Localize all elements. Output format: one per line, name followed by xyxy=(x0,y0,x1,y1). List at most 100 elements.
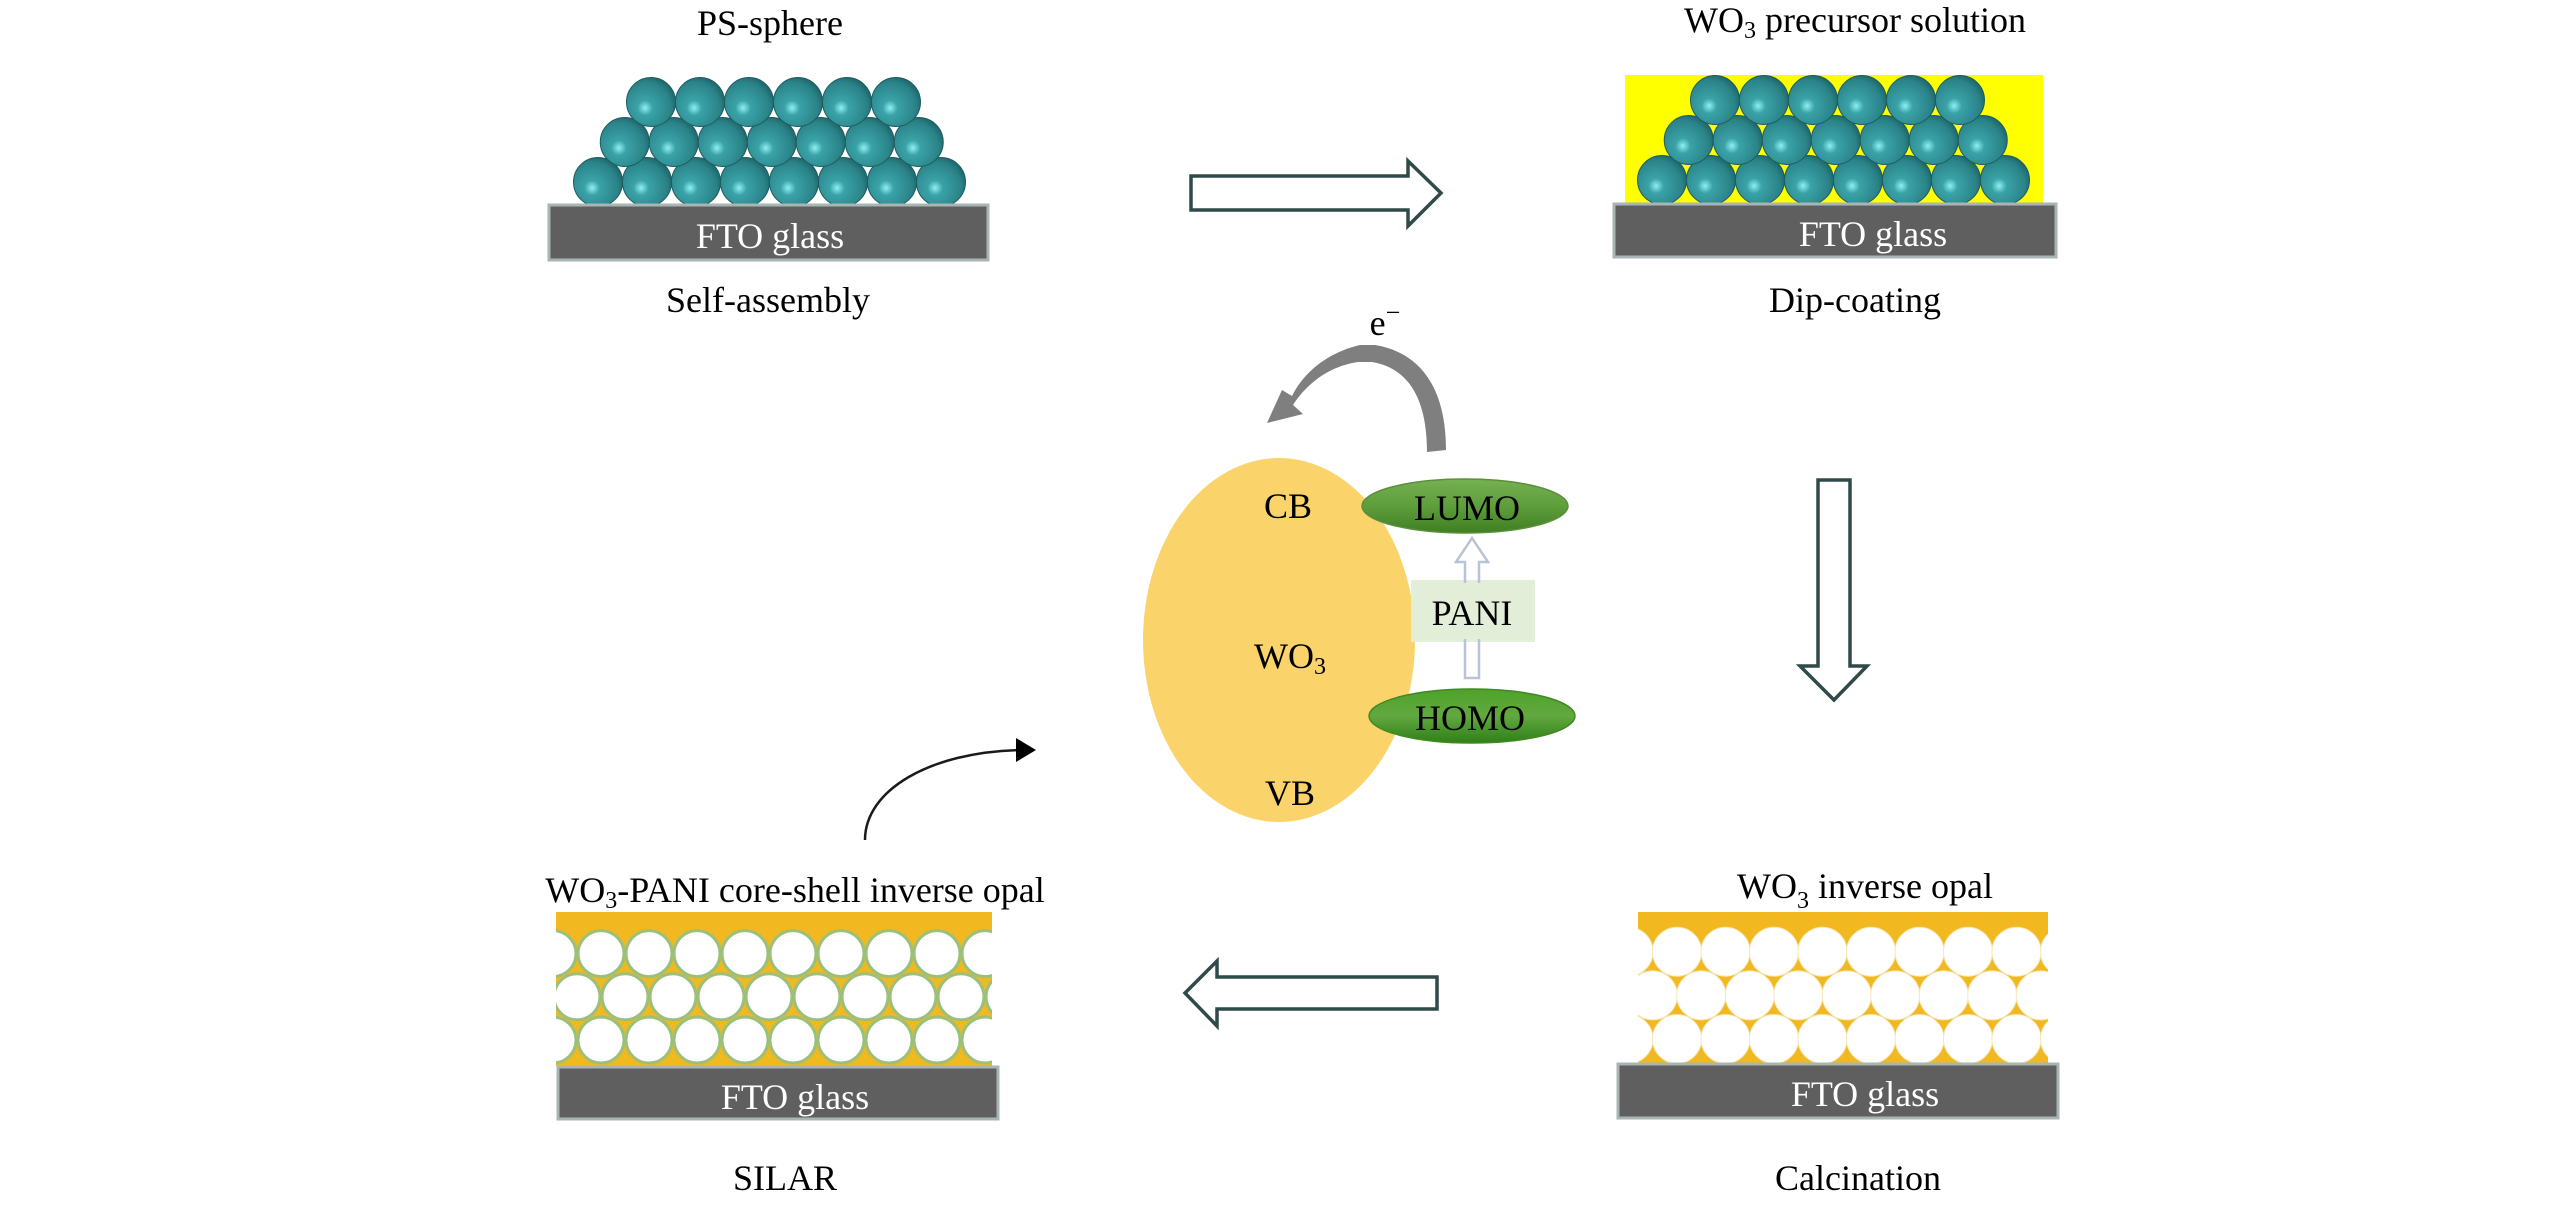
fto-substrate xyxy=(547,203,990,262)
step3-title: WO3 inverse opal xyxy=(1737,866,1993,914)
electron-label: e− xyxy=(1370,298,1401,343)
step1-title: PS-sphere xyxy=(697,3,843,43)
wo3-pore xyxy=(1894,1014,1945,1064)
step4-title: WO3-PANI core-shell inverse opal xyxy=(545,870,1045,914)
wo3-pore xyxy=(1773,970,1824,1021)
pani-coated-pore xyxy=(576,1015,626,1065)
electron-transfer-arrow-icon xyxy=(1267,345,1446,452)
wo3-pore xyxy=(2015,970,2048,1021)
step2-title: WO3 precursor solution xyxy=(1684,0,2026,44)
wo3-pore xyxy=(2065,971,2114,1020)
ps-sphere xyxy=(626,77,676,127)
ps-sphere xyxy=(822,77,872,127)
pani-coated-pore xyxy=(1010,931,1056,977)
fto-label: FTO glass xyxy=(721,1077,869,1117)
pani-coated-pore xyxy=(912,929,962,979)
pani-coated-pore xyxy=(720,929,770,979)
pani-coated-pore xyxy=(556,929,578,978)
wo3-pore xyxy=(1991,1014,2042,1064)
wo3-label: WO3 xyxy=(1254,636,1326,680)
wo3-pore xyxy=(1846,1014,1896,1064)
step3-process-label: Calcination xyxy=(1775,1158,1941,1198)
step4-process-label: SILAR xyxy=(733,1158,837,1198)
pani-coated-pore xyxy=(768,929,818,979)
arrow-right-icon xyxy=(1189,156,1444,231)
wo3-pore xyxy=(1870,970,1921,1021)
wo3-pore xyxy=(1918,970,1969,1021)
wo3-pore xyxy=(1652,926,1702,977)
ps-sphere xyxy=(871,77,921,127)
wo3-particle xyxy=(1143,458,1415,822)
ps-sphere xyxy=(724,77,774,127)
homo-label: HOMO xyxy=(1415,698,1525,738)
step-self-assembly: PS-sphere FTO glass Self-assembly xyxy=(547,3,990,320)
step-dip-coating: WO3 precursor solution FTO glass Dip-coa… xyxy=(1612,0,2058,320)
arrow-down-icon xyxy=(1795,478,1872,703)
pani-coated-pore xyxy=(864,1015,914,1065)
pani-coated-pore xyxy=(556,972,602,1022)
pani-coated-pore xyxy=(556,1015,578,1065)
pani-coated-pore xyxy=(506,974,552,1020)
wo3-pore xyxy=(1797,1014,1848,1064)
ps-sphere xyxy=(773,77,823,127)
fto-substrate xyxy=(556,1065,1000,1121)
arrow-left-icon xyxy=(1182,956,1439,1031)
wo3-pore xyxy=(1676,970,1727,1021)
pani-coated-pore xyxy=(984,979,992,1015)
pani-coated-pore xyxy=(888,972,938,1022)
step-calcination: WO3 inverse opal FTO glass Calcination xyxy=(1580,866,2138,1198)
pani-coated-pore xyxy=(816,929,866,979)
inverse-opal-pores xyxy=(1580,926,2138,1064)
pani-coated-pore xyxy=(960,1015,992,1065)
ps-sphere xyxy=(893,117,944,167)
wo3-pore xyxy=(1846,926,1896,977)
pani-coated-pore xyxy=(792,972,842,1022)
excitation-arrow-icon xyxy=(1453,535,1491,680)
fto-substrate xyxy=(1616,1062,2060,1120)
fto-substrate xyxy=(1612,202,2058,259)
ps-sphere xyxy=(1739,75,1789,125)
step1-process-label: Self-assembly xyxy=(666,280,870,320)
wo3-pore xyxy=(1894,926,1945,977)
wo3-pore xyxy=(1943,926,1993,977)
pani-coated-pore xyxy=(936,972,986,1022)
pani-coated-pore xyxy=(816,1015,866,1065)
wo3-pore xyxy=(2089,927,2138,976)
pani-label: PANI xyxy=(1432,593,1513,633)
pani-coated-pore xyxy=(696,972,746,1022)
wo3-pore xyxy=(1991,926,2042,977)
wo3-pore xyxy=(1724,970,1775,1021)
wo3-pore xyxy=(1700,926,1751,977)
wo3-pore xyxy=(1943,1014,1993,1064)
wo3-pore xyxy=(1652,1014,1702,1064)
wo3-pore xyxy=(2040,933,2048,971)
pani-coated-pore xyxy=(768,1015,818,1065)
wo3-pore xyxy=(1638,928,1654,975)
fto-label: FTO glass xyxy=(696,216,844,256)
wo3-pore xyxy=(1580,971,1629,1020)
wo3-pore xyxy=(1638,970,1678,1021)
pani-coated-pore xyxy=(720,1015,770,1065)
ps-sphere xyxy=(1957,115,2008,165)
cb-label: CB xyxy=(1264,486,1312,526)
ps-sphere xyxy=(1837,75,1887,125)
ps-sphere xyxy=(1935,75,1985,125)
pani-coated-pore xyxy=(576,929,626,979)
pani-coated-pore xyxy=(840,972,890,1022)
ps-sphere-stack xyxy=(573,77,966,207)
wo3-pore xyxy=(1700,1014,1751,1064)
vb-label: VB xyxy=(1265,773,1315,813)
wo3-pore xyxy=(1749,926,1799,977)
wo3-pore xyxy=(1797,926,1848,977)
pani-coated-pore xyxy=(648,972,698,1022)
band-diagram: CB WO3 VB e− PANI LUMO HOMO xyxy=(1143,298,1576,822)
pani-coated-pore xyxy=(600,972,650,1022)
wo3-pore xyxy=(1821,970,1872,1021)
pani-coated-pore xyxy=(672,1015,722,1065)
pani-coated-pore xyxy=(744,972,794,1022)
step-silar: WO3-PANI core-shell inverse opal FTO gla… xyxy=(506,870,1056,1198)
ps-sphere xyxy=(675,77,725,127)
pani-coated-pore xyxy=(624,1015,674,1065)
wo3-pore xyxy=(2089,1015,2138,1064)
wo3-pore xyxy=(1967,970,2018,1021)
